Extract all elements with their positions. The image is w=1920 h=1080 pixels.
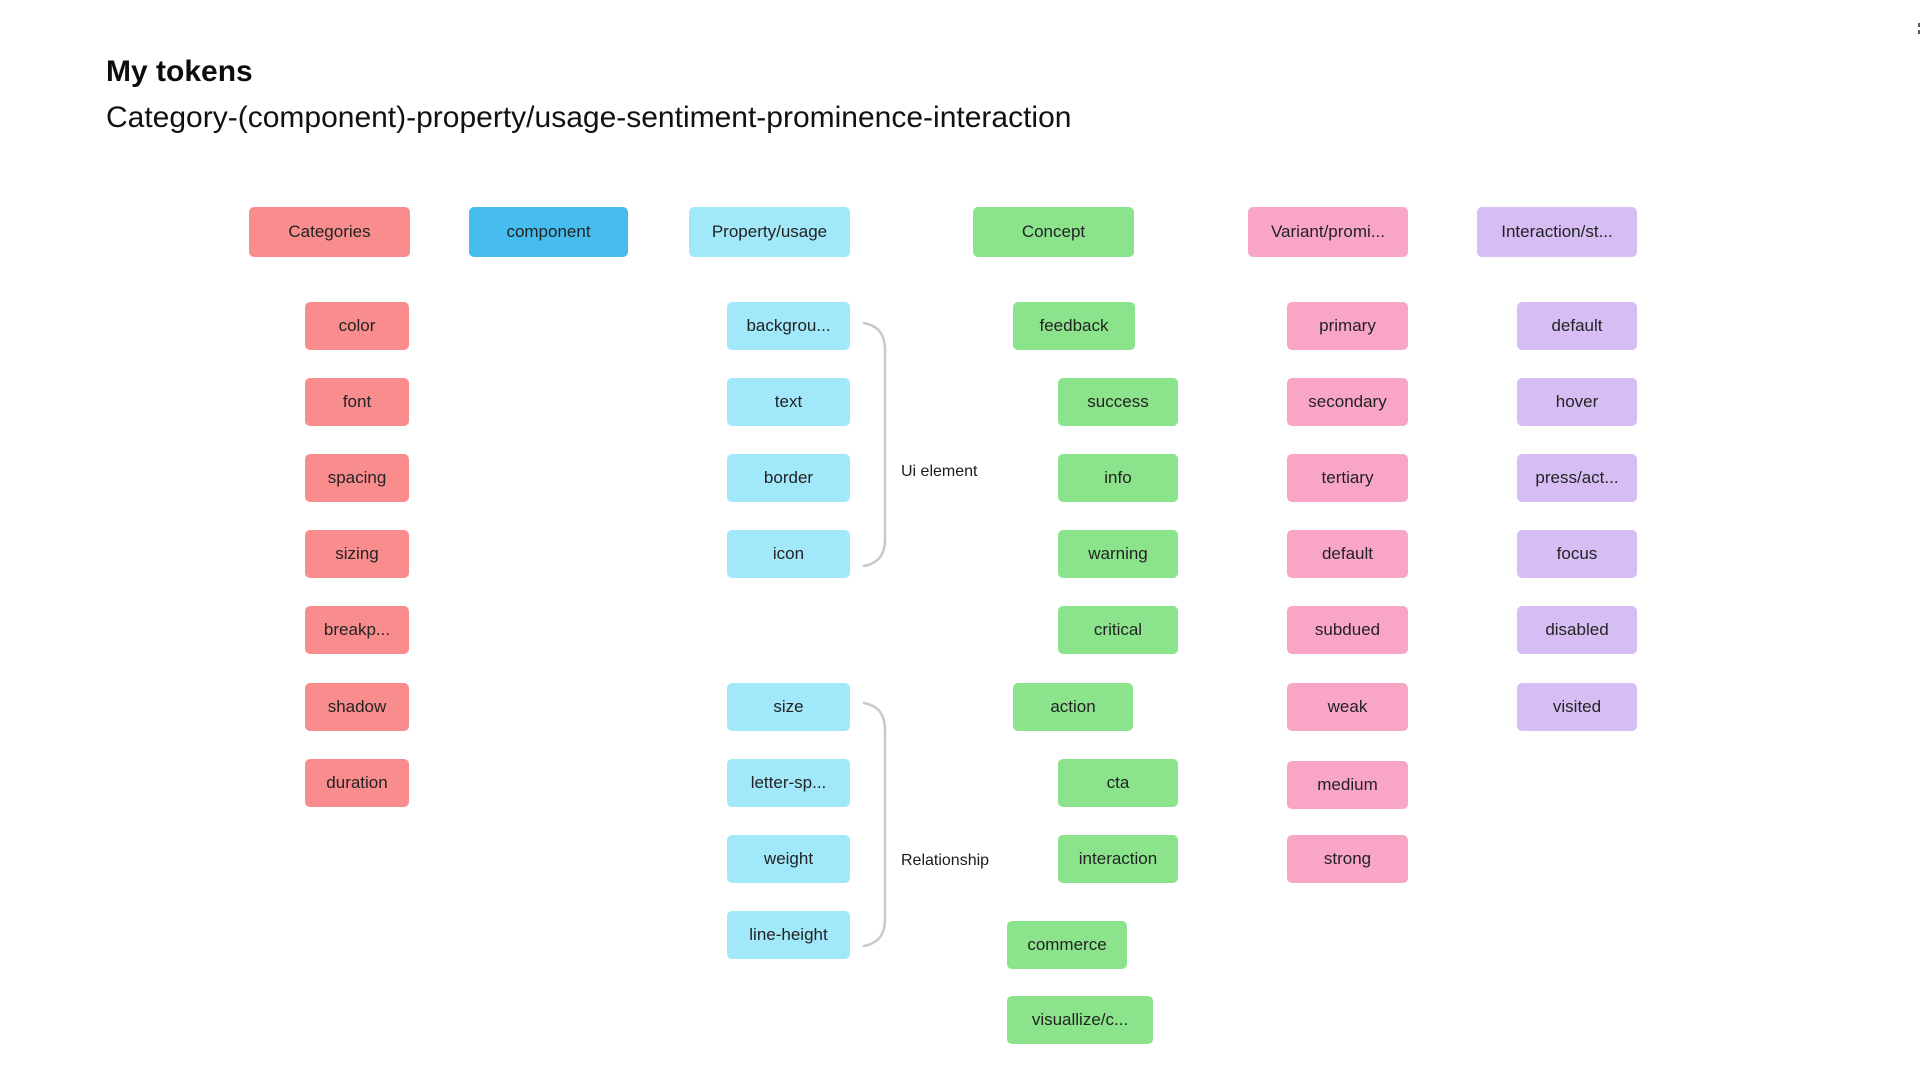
node-line-height[interactable]: line-height xyxy=(727,911,850,959)
node-action[interactable]: action xyxy=(1013,683,1133,731)
column-header-property-usage[interactable]: Property/usage xyxy=(689,207,850,257)
node-focus[interactable]: focus xyxy=(1517,530,1637,578)
node-spacing[interactable]: spacing xyxy=(305,454,409,502)
node-shadow[interactable]: shadow xyxy=(305,683,409,731)
node-color[interactable]: color xyxy=(305,302,409,350)
node-tertiary[interactable]: tertiary xyxy=(1287,454,1408,502)
node-size[interactable]: size xyxy=(727,683,850,731)
column-header-categories[interactable]: Categories xyxy=(249,207,410,257)
node-letter-spacing[interactable]: letter-sp... xyxy=(727,759,850,807)
node-warning[interactable]: warning xyxy=(1058,530,1178,578)
node-secondary[interactable]: secondary xyxy=(1287,378,1408,426)
column-header-interaction-state[interactable]: Interaction/st... xyxy=(1477,207,1637,257)
page-title[interactable]: My tokens xyxy=(106,55,253,88)
node-commerce[interactable]: commerce xyxy=(1007,921,1127,969)
node-success[interactable]: success xyxy=(1058,378,1178,426)
node-breakpoint[interactable]: breakp... xyxy=(305,606,409,654)
node-subdued[interactable]: subdued xyxy=(1287,606,1408,654)
node-info[interactable]: info xyxy=(1058,454,1178,502)
ui-element-bracket[interactable] xyxy=(862,321,887,568)
node-press-active[interactable]: press/act... xyxy=(1517,454,1637,502)
node-icon[interactable]: icon xyxy=(727,530,850,578)
node-default-state[interactable]: default xyxy=(1517,302,1637,350)
column-header-concept[interactable]: Concept xyxy=(973,207,1134,257)
node-interaction[interactable]: interaction xyxy=(1058,835,1178,883)
ui-element-label[interactable]: Ui element xyxy=(901,463,978,480)
column-header-component[interactable]: component xyxy=(469,207,628,257)
node-visited[interactable]: visited xyxy=(1517,683,1637,731)
node-text[interactable]: text xyxy=(727,378,850,426)
node-visualize-chart[interactable]: visuallize/c... xyxy=(1007,996,1153,1044)
node-disabled[interactable]: disabled xyxy=(1517,606,1637,654)
node-critical[interactable]: critical xyxy=(1058,606,1178,654)
node-font[interactable]: font xyxy=(305,378,409,426)
node-medium[interactable]: medium xyxy=(1287,761,1408,809)
node-duration[interactable]: duration xyxy=(305,759,409,807)
node-weak[interactable]: weak xyxy=(1287,683,1408,731)
node-border[interactable]: border xyxy=(727,454,850,502)
relationship-label[interactable]: Relationship xyxy=(901,852,990,869)
node-background[interactable]: backgrou... xyxy=(727,302,850,350)
edge-artifact xyxy=(1918,23,1920,35)
node-default-variant[interactable]: default xyxy=(1287,530,1408,578)
column-header-variant-prominence[interactable]: Variant/promi... xyxy=(1248,207,1408,257)
node-strong[interactable]: strong xyxy=(1287,835,1408,883)
relationship-bracket[interactable] xyxy=(862,701,887,948)
node-cta[interactable]: cta xyxy=(1058,759,1178,807)
node-feedback[interactable]: feedback xyxy=(1013,302,1135,350)
node-hover[interactable]: hover xyxy=(1517,378,1637,426)
page-subtitle[interactable]: Category-(component)-property/usage-sent… xyxy=(106,101,1072,134)
node-weight[interactable]: weight xyxy=(727,835,850,883)
node-primary[interactable]: primary xyxy=(1287,302,1408,350)
node-sizing[interactable]: sizing xyxy=(305,530,409,578)
